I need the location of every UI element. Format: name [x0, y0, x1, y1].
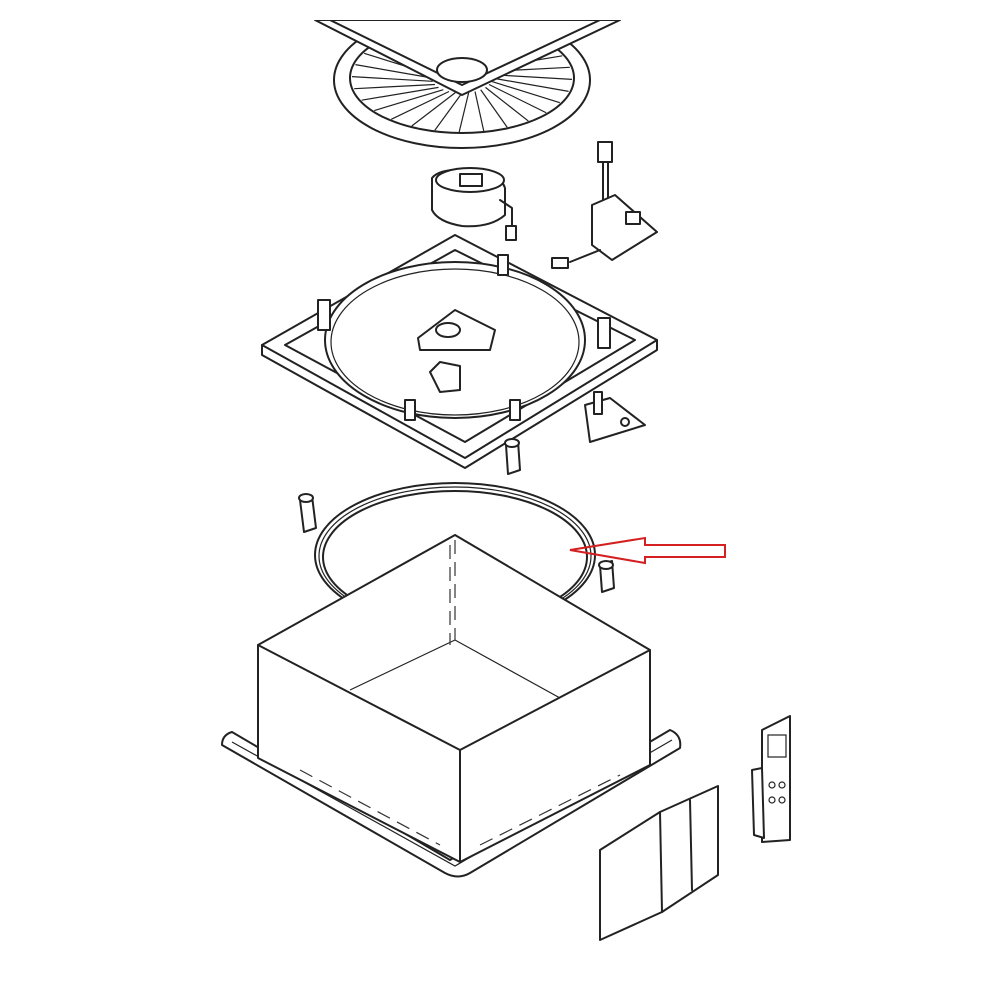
garnish-box: [221, 534, 682, 878]
motor: [431, 167, 517, 241]
highlight-arrow: [569, 536, 726, 565]
fan-blade-vane: [354, 83, 436, 90]
bracket: [584, 391, 646, 443]
fan-blade-vane: [491, 77, 569, 92]
fan-blade-vane: [352, 76, 433, 82]
fan-blade-vane: [434, 92, 463, 131]
filter-bag: [599, 785, 719, 941]
fan-blade-vane: [390, 90, 450, 120]
mounting-frame: [261, 234, 658, 469]
fan-blade-vane: [474, 91, 485, 132]
fan-blade: [314, 20, 621, 149]
fan-blade-vane: [491, 80, 561, 104]
fan-blade-vane: [480, 89, 508, 128]
fan-blade-vane: [411, 92, 456, 127]
fan-blade-vane: [355, 64, 433, 79]
remote-control: [751, 715, 791, 843]
control-board: [551, 141, 658, 269]
fan-blade-vane: [458, 92, 470, 133]
fan-blade-vane: [485, 86, 529, 122]
fan-blade-vane: [488, 83, 547, 114]
fan-blade-vane: [374, 89, 444, 112]
fan-blade-vane: [361, 86, 439, 101]
